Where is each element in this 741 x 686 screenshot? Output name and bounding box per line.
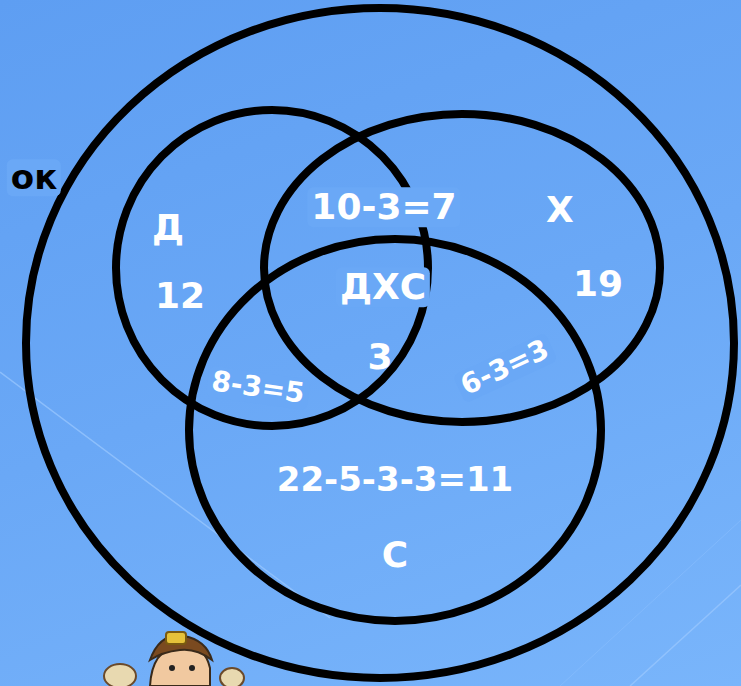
circle-outline <box>189 239 601 621</box>
set-text: 19 <box>573 264 623 304</box>
text-anchor: 6-3=3 <box>452 333 557 404</box>
text-anchor: 8-3=5 <box>206 366 311 411</box>
universe-circle <box>26 8 734 678</box>
region-name: ДХС <box>336 267 430 307</box>
set-text: 12 <box>155 276 205 316</box>
text-anchor: 10-3=7 <box>307 187 460 227</box>
region-count: 3 <box>367 337 392 377</box>
set-text: Д <box>152 208 184 248</box>
text-anchor: 3 <box>367 337 392 377</box>
text-anchor: ДХС <box>336 267 430 307</box>
set-text: 22-5-3-3=11 <box>277 461 513 498</box>
region-count: 10-3=7 <box>307 187 460 227</box>
set-text: С <box>382 535 408 575</box>
set-text: Х <box>546 190 574 230</box>
text-anchor: 22-5-3-3=11 <box>277 461 513 498</box>
text-anchor: 19 <box>573 264 623 304</box>
text-anchor: Д <box>152 208 184 248</box>
circle-outline <box>264 114 660 422</box>
region-count: 6-3=3 <box>452 333 557 404</box>
decor-line <box>560 520 741 686</box>
partial-text: ок <box>7 159 61 196</box>
text-anchor: 12 <box>155 276 205 316</box>
text-anchor: Х <box>546 190 574 230</box>
cartoon-figure <box>104 632 244 686</box>
text-anchor: С <box>382 535 408 575</box>
region-count: 8-3=5 <box>206 366 311 411</box>
decor-line <box>630 585 741 686</box>
text-anchor: ок <box>7 159 61 196</box>
